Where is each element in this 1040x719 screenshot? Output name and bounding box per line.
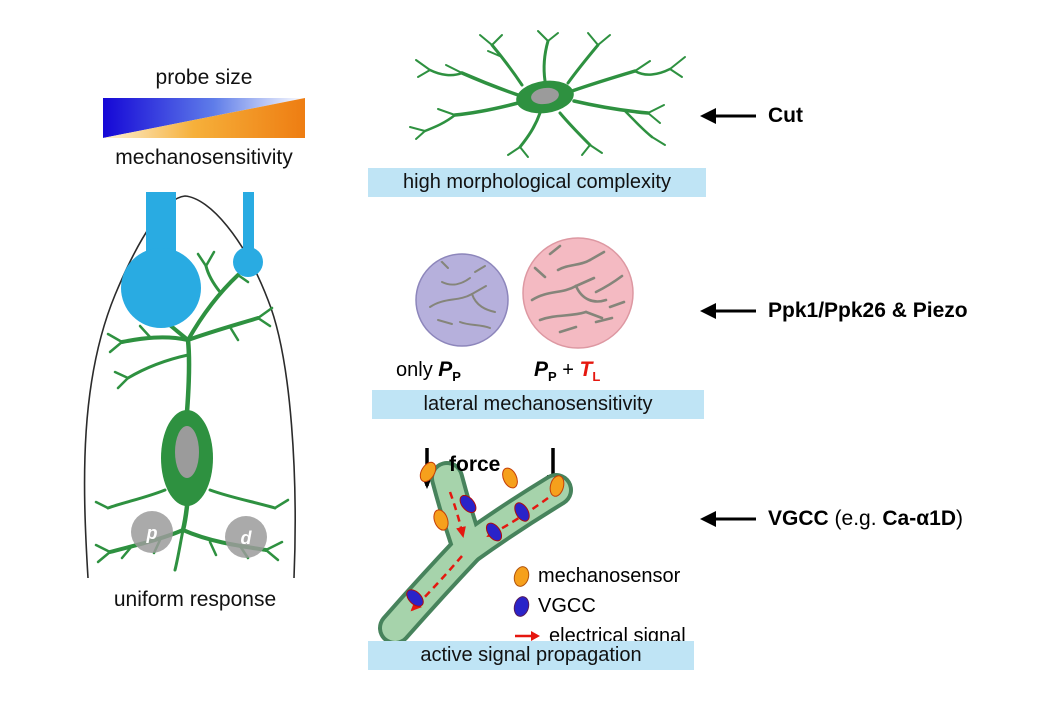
large-probe — [121, 192, 201, 328]
pp-symbol-2: P — [534, 358, 549, 381]
uniform-response-neuron-illustration: p d — [83, 192, 296, 579]
legend-label: mechanosensor — [538, 564, 681, 587]
pp-tl-circle — [522, 237, 634, 349]
pp-tl-dendrites — [530, 244, 626, 334]
tl-subscript: L — [592, 369, 601, 384]
vgcc-annotation-label: VGCC (e.g. Ca-α1D) — [768, 507, 963, 531]
tl-symbol: T — [579, 358, 593, 381]
complex-neuron-illustration — [409, 30, 686, 158]
mechanosensor-icon — [502, 467, 518, 489]
legend-item-mechanosensor: mechanosensor — [511, 561, 686, 591]
electrical-signal-arrow-icon — [515, 631, 540, 641]
propagation-caption-bar: active signal propagation — [368, 641, 694, 670]
pp-plus-tl-label: PP + TL — [534, 358, 600, 384]
probe-size-label: probe size — [155, 66, 253, 89]
pp-symbol: P — [438, 358, 453, 381]
complex-neuron-nucleus — [531, 87, 559, 105]
force-label: force — [449, 453, 501, 476]
body-outline — [83, 195, 296, 579]
propagation-legend: mechanosensor VGCC electrical signal — [511, 561, 686, 651]
complex-dendritic-tree — [409, 30, 686, 158]
lateral-caption-bar: lateral mechanosensitivity — [372, 390, 704, 419]
vgcc-icon — [511, 593, 532, 619]
only-pp-dendrites — [429, 259, 496, 329]
small-probe — [233, 192, 263, 277]
close-paren: ) — [955, 507, 963, 530]
left-arrow-icon — [700, 303, 756, 319]
vgcc-channels — [406, 494, 530, 607]
signal-propagation-illustration — [378, 448, 573, 645]
vgcc-icon — [485, 522, 503, 542]
morphology-caption-text: high morphological complexity — [403, 171, 671, 193]
cut-annotation-label: Cut — [768, 104, 803, 127]
vgcc-icon — [514, 502, 530, 522]
receptive-field-circles — [415, 237, 634, 349]
ca-a1d-bold: Ca-α1D — [882, 507, 956, 530]
vgcc-annotation: VGCC (e.g. Ca-α1D) — [698, 507, 963, 531]
distal-marker: d — [225, 516, 267, 558]
pp-subscript-2: P — [548, 369, 557, 384]
ppk-piezo-annotation: Ppk1/Ppk26 & Piezo — [698, 299, 968, 323]
legend-label: VGCC — [538, 594, 596, 617]
mechanosensor-icon — [419, 461, 437, 483]
plus-sign: + — [556, 359, 580, 381]
legend-item-vgcc: VGCC — [511, 591, 686, 621]
proximal-marker-letter: p — [146, 523, 158, 543]
nucleus — [175, 426, 199, 478]
only-pp-label: only PP — [396, 358, 461, 384]
ppk-piezo-annotation-label: Ppk1/Ppk26 & Piezo — [768, 299, 968, 322]
uniform-response-caption: uniform response — [113, 588, 277, 611]
vgcc-bold: VGCC — [768, 507, 829, 530]
pp-subscript: P — [452, 369, 461, 384]
cut-annotation: Cut — [698, 104, 803, 128]
mechanosensitivity-wedge — [103, 98, 305, 138]
mechanosensor-channels — [419, 461, 565, 531]
vgcc-icon — [406, 589, 424, 607]
left-arrow-icon — [700, 108, 756, 124]
mechanosensor-icon — [549, 475, 565, 497]
dendritic-tree — [94, 250, 290, 572]
left-arrow-icon — [700, 511, 756, 527]
only-pp-circle — [415, 253, 509, 347]
vgcc-icon — [459, 494, 477, 514]
mechanosensor-icon — [511, 563, 532, 589]
propagation-caption-text: active signal propagation — [420, 644, 642, 666]
lateral-caption-text: lateral mechanosensitivity — [423, 393, 653, 415]
probe-size-gradient-bar — [103, 98, 305, 138]
distal-marker-letter: d — [241, 528, 253, 548]
mechanosensor-icon — [433, 509, 449, 531]
mechanosensitivity-label: mechanosensitivity — [115, 146, 293, 169]
morphology-caption-bar: high morphological complexity — [368, 168, 706, 197]
eg-text: (e.g. — [828, 507, 883, 530]
proximal-marker: p — [131, 511, 173, 553]
only-prefix: only — [396, 359, 439, 381]
